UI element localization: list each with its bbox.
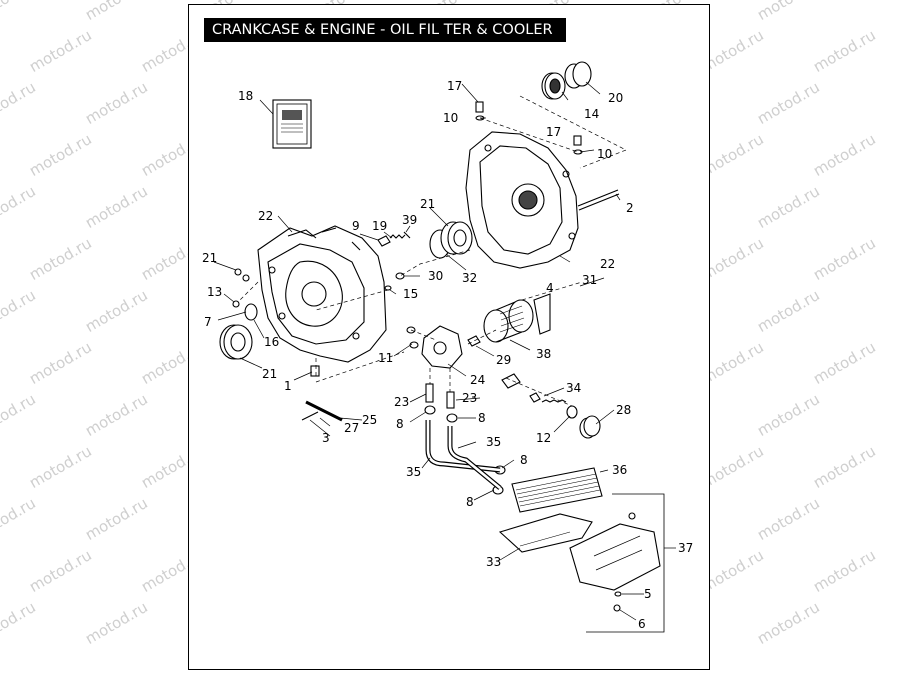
part-5-washer <box>614 591 622 597</box>
callout-13: 13 <box>207 285 222 299</box>
part-2-stud <box>577 189 620 211</box>
callout-22-left: 22 <box>258 209 273 223</box>
part-29-nipple <box>467 335 481 347</box>
callout-9: 9 <box>352 219 360 233</box>
diagram-title: CRANKCASE & ENGINE - OIL FIL TER & COOLE… <box>204 18 566 42</box>
callout-23-left: 23 <box>394 395 409 409</box>
callout-20: 20 <box>608 91 623 105</box>
callout-19: 19 <box>372 219 387 233</box>
part-24-filter-adapter <box>421 325 463 369</box>
callout-4: 4 <box>546 281 554 295</box>
part-14-seal <box>541 72 566 100</box>
part-3-screw <box>301 411 319 421</box>
part-30-oring <box>395 272 405 280</box>
part-25-pin <box>305 400 343 422</box>
callout-10-top: 10 <box>443 111 458 125</box>
part-13-fitting <box>232 300 240 308</box>
callout-8-d: 8 <box>466 495 474 509</box>
callout-10-right: 10 <box>597 147 612 161</box>
callout-21-mid: 21 <box>420 197 435 211</box>
part-19-spring <box>389 234 406 239</box>
part-20-bushing <box>564 61 592 89</box>
part-37-cover <box>569 512 661 591</box>
part-11-orings <box>406 326 419 349</box>
callout-21-left: 21 <box>202 251 217 265</box>
part-17-dowel-top <box>475 101 485 121</box>
callout-8-a: 8 <box>396 417 404 431</box>
callout-15: 15 <box>403 287 418 301</box>
part-21-bearing-mid <box>440 221 473 255</box>
callout-3: 3 <box>322 431 330 445</box>
callout-12: 12 <box>536 431 551 445</box>
callout-30: 30 <box>428 269 443 283</box>
callout-7: 7 <box>204 315 212 329</box>
part-36-oil-cooler <box>511 467 603 513</box>
callout-21-bottom: 21 <box>262 367 277 381</box>
callout-16: 16 <box>264 335 279 349</box>
callout-14: 14 <box>584 107 599 121</box>
callout-32: 32 <box>462 271 477 285</box>
callout-33: 33 <box>486 555 501 569</box>
callout-29: 29 <box>496 353 511 367</box>
part-16-seal <box>244 303 258 321</box>
callout-18: 18 <box>238 89 253 103</box>
part-28-plug <box>579 415 601 439</box>
part-23-fitting-a <box>425 383 434 403</box>
callout-27: 27 <box>344 421 359 435</box>
callout-17-top: 17 <box>447 79 462 93</box>
callout-25: 25 <box>362 413 377 427</box>
part-21-fittings-left <box>234 268 250 282</box>
callout-36: 36 <box>612 463 627 477</box>
callout-24: 24 <box>470 373 485 387</box>
part-35-hoses <box>425 420 502 490</box>
part-15-small <box>384 285 392 291</box>
part-9-plug <box>377 235 391 247</box>
part-1-plug <box>310 365 320 377</box>
callout-8-b: 8 <box>478 411 486 425</box>
callout-37: 37 <box>678 541 693 555</box>
callout-22-right: 22 <box>600 257 615 271</box>
callout-38: 38 <box>536 347 551 361</box>
part-23-fitting-b <box>446 391 455 409</box>
callout-35-right: 35 <box>486 435 501 449</box>
callout-11: 11 <box>378 351 393 365</box>
callout-35-left: 35 <box>406 465 421 479</box>
callout-17-right: 17 <box>546 125 561 139</box>
part-22-left-crankcase <box>257 225 387 363</box>
part-4-bracket <box>533 293 551 335</box>
part-21-bearing-left <box>219 324 253 360</box>
callout-39: 39 <box>402 213 417 227</box>
callout-23-right: 23 <box>462 391 477 405</box>
part-39-pin <box>403 231 411 239</box>
callout-8-c: 8 <box>520 453 528 467</box>
part-34-valve-assembly <box>501 373 578 419</box>
callout-28: 28 <box>616 403 631 417</box>
callout-1: 1 <box>284 379 292 393</box>
callout-2: 2 <box>626 201 634 215</box>
callout-31: 31 <box>582 273 597 287</box>
callout-34: 34 <box>566 381 581 395</box>
part-18-label-card <box>272 99 312 149</box>
callout-6: 6 <box>638 617 646 631</box>
part-38-oil-filter <box>483 299 534 343</box>
part-22-right-crankcase <box>465 131 579 269</box>
callout-5: 5 <box>644 587 652 601</box>
part-6-nut <box>613 604 621 612</box>
